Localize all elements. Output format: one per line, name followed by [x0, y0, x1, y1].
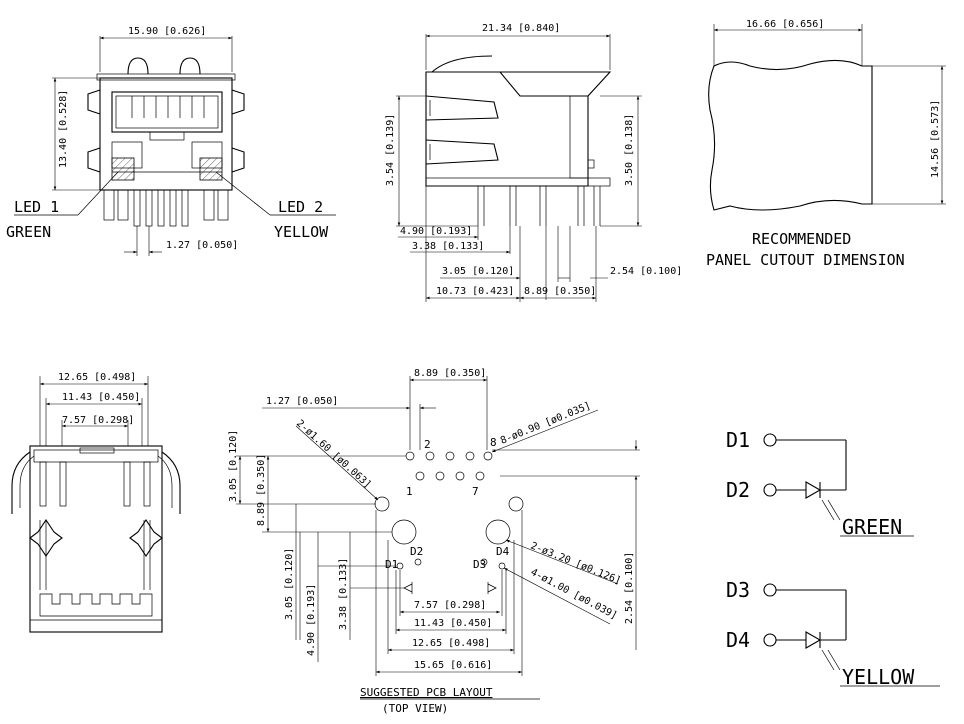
side-view: 21.34 [0.840] 3.54 [0.139] 3.50 [0.13	[385, 23, 682, 302]
pcb-h1: 7.57 [0.298]	[414, 600, 486, 611]
led1-label: LED 1	[14, 198, 59, 216]
led1-color: GREEN	[6, 223, 51, 241]
pcb-top-span: 8.89 [0.350]	[414, 368, 486, 379]
bottom-view: 12.65 [0.498] 11.43 [0.450] 7.57 [0.298]	[11, 372, 181, 633]
schem-d4: D4	[726, 628, 750, 652]
schem-d2: D2	[726, 478, 750, 502]
pcb-h2: 11.43 [0.450]	[414, 618, 492, 629]
pcb-pin-8: 8	[490, 436, 497, 449]
pcb-v3: 4.90 [0.193]	[306, 584, 317, 656]
bottom-w1: 12.65 [0.498]	[58, 372, 136, 383]
side-dim-2: 3.38 [0.133]	[412, 241, 484, 252]
pcb-pin-7: 7	[472, 485, 479, 498]
front-view: 15.90 [0.626] 13.40 [0.528]	[6, 26, 336, 256]
pcb-d2: D2	[410, 545, 423, 558]
pcb-v5: 2.54 [0.100]	[624, 552, 635, 624]
pcb-v2: 8.89 [0.350]	[256, 454, 267, 526]
pcb-d4: D4	[496, 545, 510, 558]
side-dim-4: 2.54 [0.100]	[610, 266, 682, 277]
side-dim-5: 10.73 [0.423]	[436, 286, 514, 297]
pcb-pitch: 1.27 [0.050]	[266, 396, 338, 407]
cutout-width-dim: 16.66 [0.656]	[746, 19, 824, 30]
pcb-v4: 3.38 [0.133]	[338, 558, 349, 630]
bottom-w2: 11.43 [0.450]	[62, 392, 140, 403]
side-dim-6: 8.89 [0.350]	[524, 286, 596, 297]
panel-cutout-view: 16.66 [0.656] 14.56 [0.573] RECOMMENDED …	[706, 19, 946, 269]
bottom-w3: 7.57 [0.298]	[62, 415, 134, 426]
pcb-hole-small: 2-ø1.60 [ø0.063]	[294, 418, 373, 491]
led-schematic: D1 D2 GREEN D3 D4 YELLOW	[726, 428, 940, 689]
pcb-d1: D1	[385, 558, 398, 571]
front-height-dim: 13.40 [0.528]	[58, 90, 69, 168]
pcb-v1: 3.05 [0.120]	[284, 548, 295, 620]
side-dim-1: 4.90 [0.193]	[400, 226, 472, 237]
pcb-hole-pin: 8-ø0.90 [ø0.035]	[499, 400, 592, 446]
schem-yellow: YELLOW	[842, 665, 915, 689]
front-width-dim: 15.90 [0.626]	[128, 26, 206, 37]
cutout-height-dim: 14.56 [0.573]	[930, 100, 941, 178]
pcb-h4: 15.65 [0.616]	[414, 660, 492, 671]
side-height-left: 3.54 [0.139]	[385, 114, 396, 186]
schem-d1: D1	[726, 428, 750, 452]
side-height-right: 3.50 [0.138]	[624, 114, 635, 186]
schem-d3: D3	[726, 578, 750, 602]
cutout-title-2: PANEL CUTOUT DIMENSION	[706, 251, 905, 269]
led2-color: YELLOW	[274, 223, 329, 241]
pcb-title: SUGGESTED PCB LAYOUT	[360, 686, 493, 699]
side-dim-3: 3.05 [0.120]	[442, 266, 514, 277]
pcb-pin-2: 2	[424, 438, 431, 451]
led2-label: LED 2	[278, 198, 323, 216]
pcb-d3: D3	[473, 558, 486, 571]
pcb-h3: 12.65 [0.498]	[412, 638, 490, 649]
schem-green: GREEN	[842, 515, 902, 539]
pcb-layout-view: 8.89 [0.350] 1.27 [0.050] 2 8 1 7 D2 D1 …	[228, 368, 640, 715]
front-pitch-dim: 1.27 [0.050]	[166, 240, 238, 251]
cutout-title-1: RECOMMENDED	[752, 230, 851, 248]
pcb-v1-alt: 3.05 [0.120]	[228, 430, 239, 502]
pcb-pin-1: 1	[406, 485, 413, 498]
side-length-dim: 21.34 [0.840]	[482, 23, 560, 34]
pcb-subtitle: (TOP VIEW)	[382, 702, 448, 715]
